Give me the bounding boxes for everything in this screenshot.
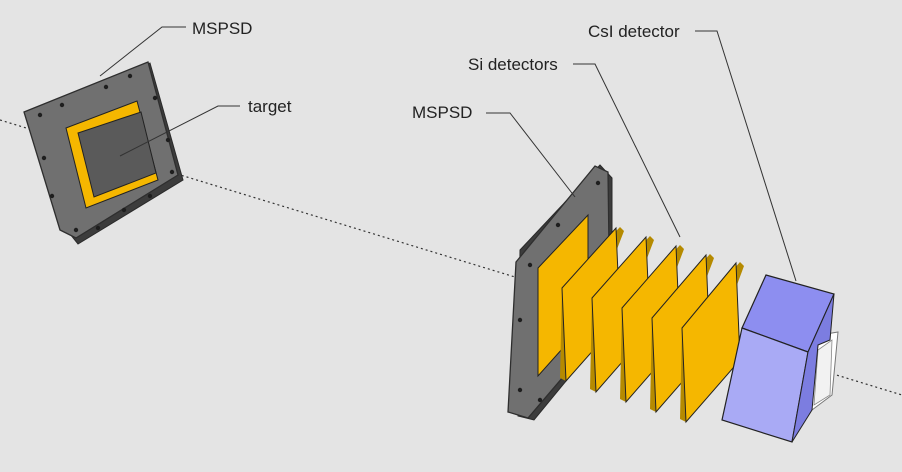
si-detector-stack	[560, 226, 744, 424]
csi-detector	[721, 274, 839, 443]
label-si-detectors: Si detectors	[468, 55, 558, 74]
label-leaders	[99, 26, 797, 282]
left-mspsd-assembly	[23, 61, 184, 245]
label-csi-detector: CsI detector	[588, 22, 680, 41]
leader-mspsd-left	[99, 26, 186, 77]
leader-si-detectors	[573, 63, 681, 238]
leader-target	[119, 105, 240, 157]
label-mspsd-left: MSPSD	[192, 19, 253, 38]
label-mspsd-right: MSPSD	[412, 103, 473, 122]
leader-csi-detector	[695, 30, 797, 282]
target-plate	[77, 111, 157, 198]
leader-mspsd-right	[486, 112, 576, 198]
label-target: target	[248, 97, 292, 116]
